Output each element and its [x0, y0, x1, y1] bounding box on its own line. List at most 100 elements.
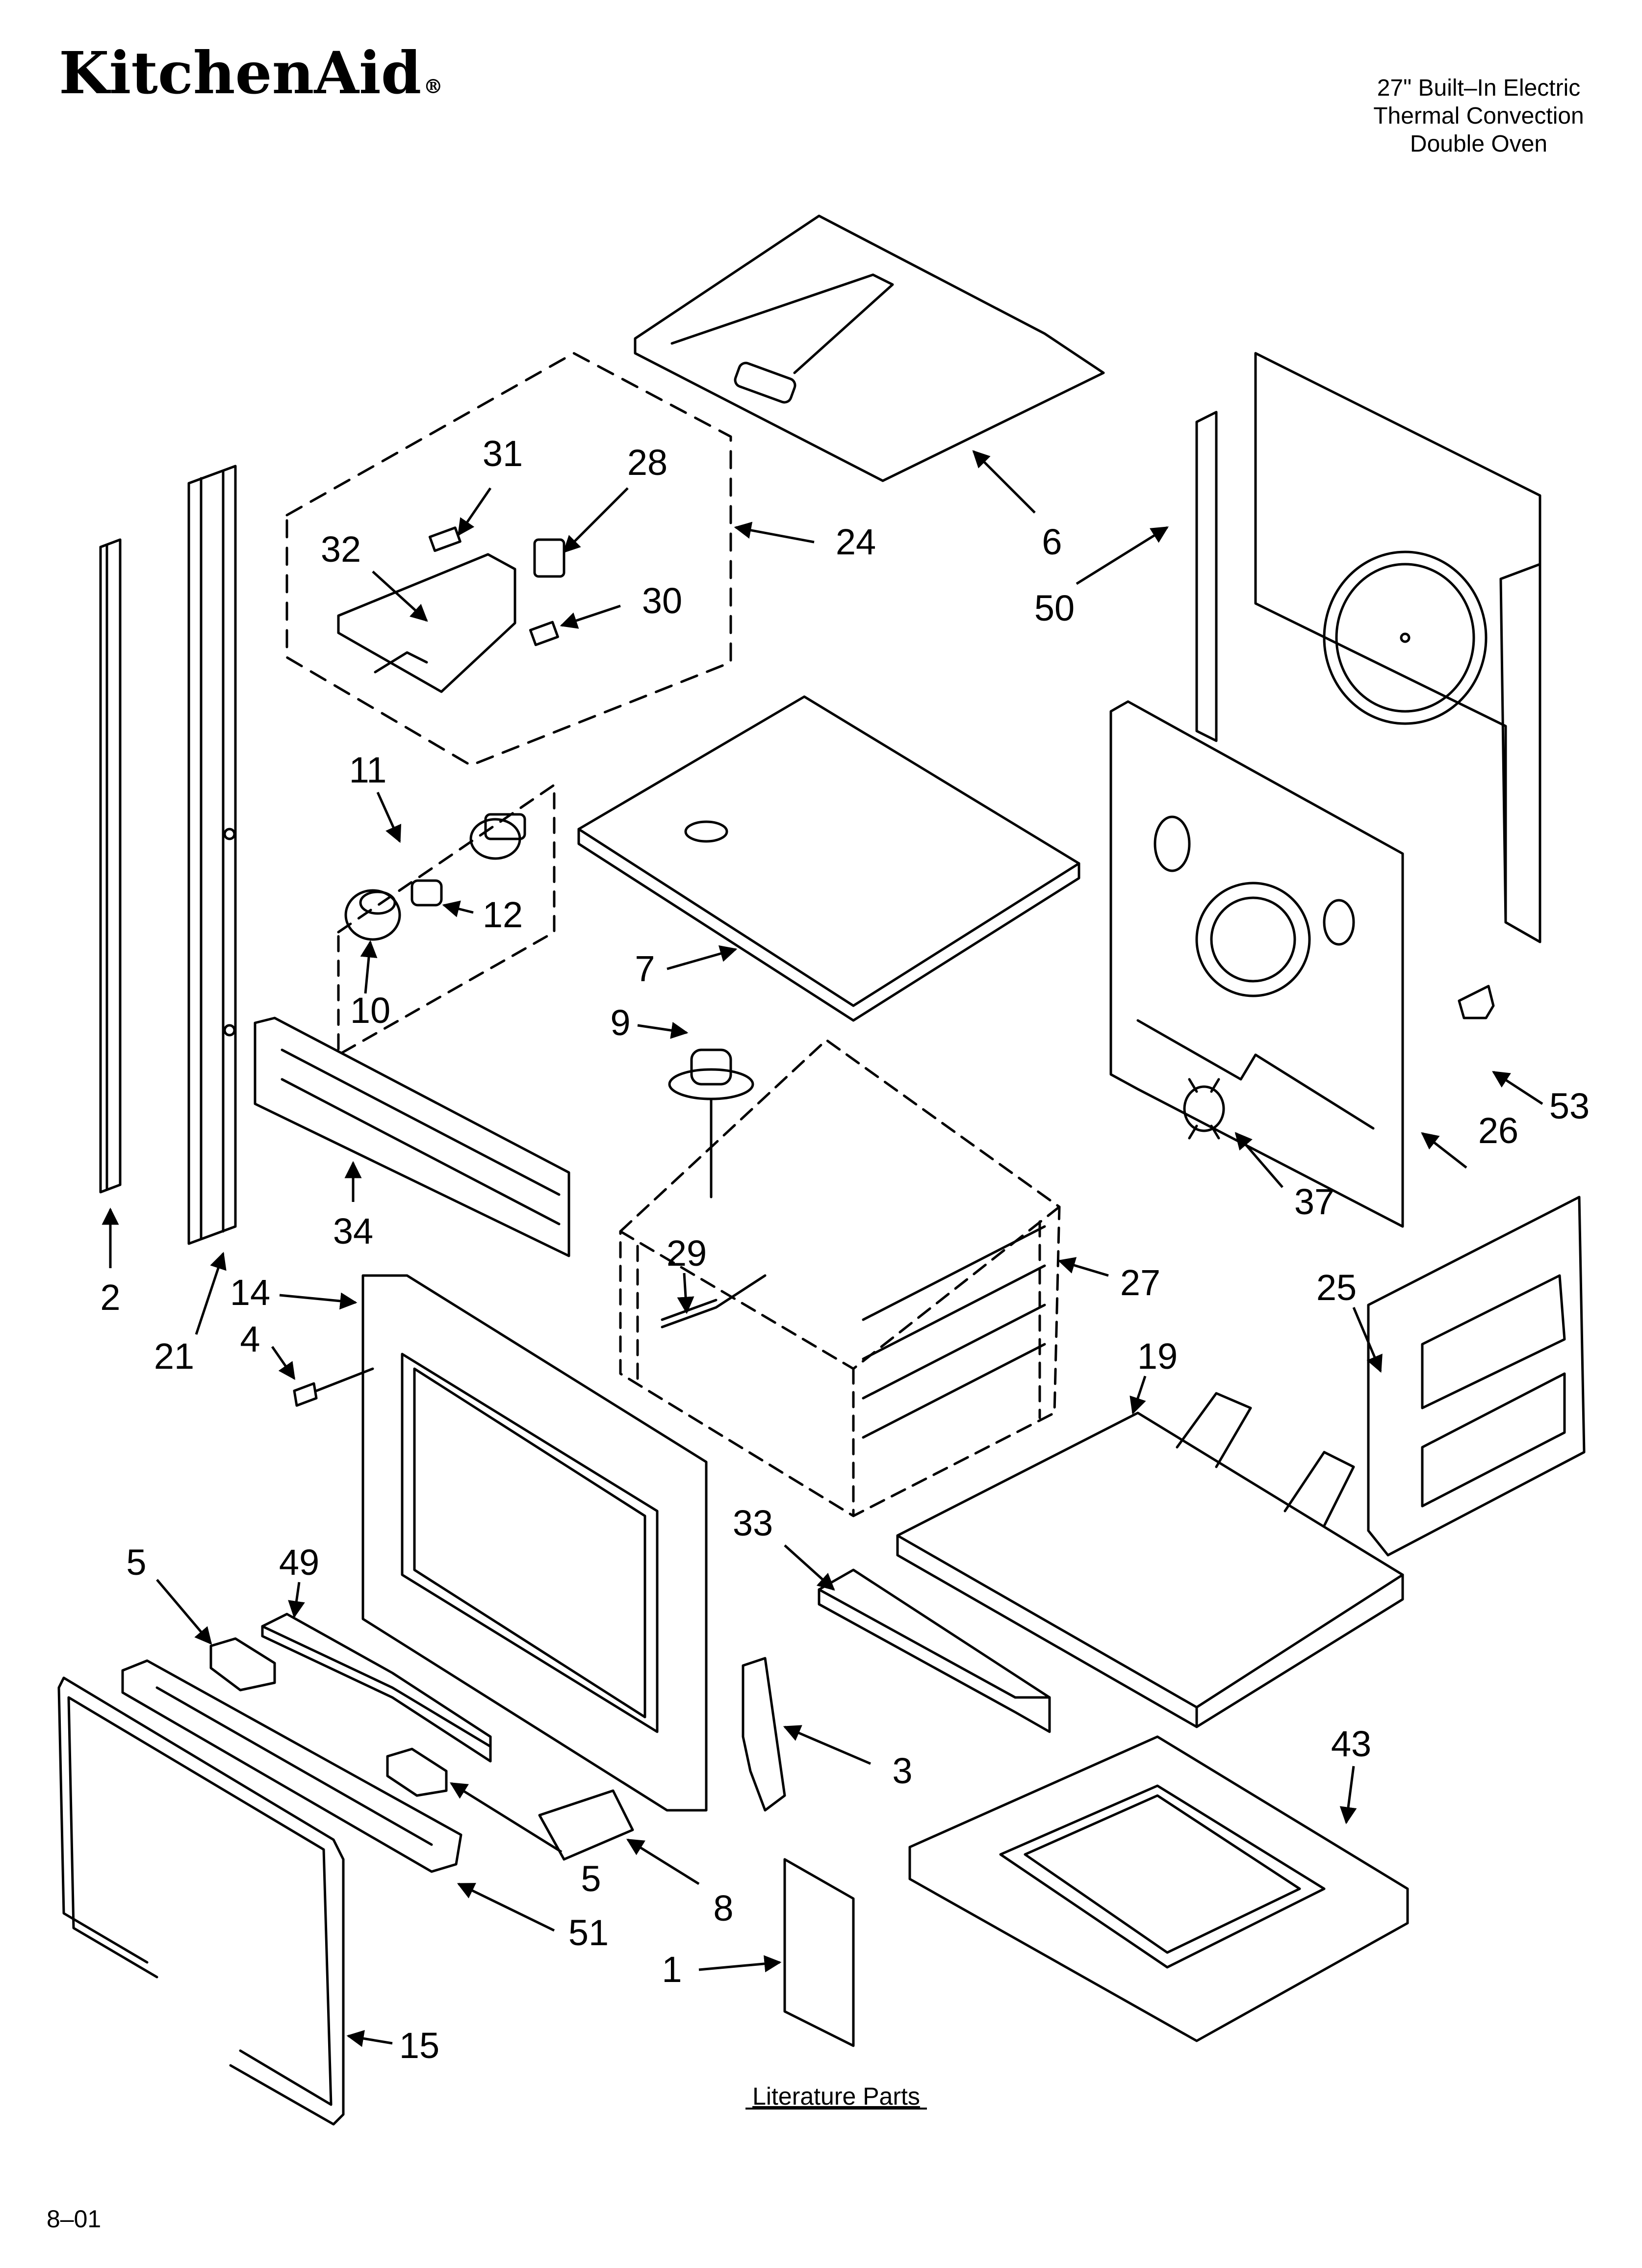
arrow-49 [288, 1582, 305, 1618]
control-bracket-parts [337, 526, 565, 693]
label-37: 37 [1294, 1181, 1334, 1222]
arrow-12 [442, 900, 474, 917]
arrow-15 [346, 2030, 393, 2047]
part-34-vent-grille [254, 1017, 570, 1257]
arrow-33 [784, 1544, 835, 1591]
label-50: 50 [1034, 588, 1075, 628]
part-50-rear-panel [1195, 352, 1541, 943]
part-15-door-gasket [57, 1676, 345, 2126]
label-29: 29 [667, 1233, 707, 1274]
arrow-19 [1129, 1376, 1147, 1415]
arrow-9 [637, 1022, 689, 1039]
arrow-1 [698, 1955, 782, 1973]
part-21-side-rail [187, 465, 237, 1245]
arrow-28 [563, 487, 629, 553]
arrow-5a [156, 1579, 212, 1645]
label-11: 11 [349, 750, 387, 790]
part-14-front-frame [361, 1274, 708, 1812]
revision-code: 8–01 [47, 2205, 101, 2233]
label-25: 25 [1316, 1267, 1357, 1308]
label-32: 32 [321, 529, 361, 570]
arrow-25 [1352, 1307, 1383, 1373]
arrow-27 [1057, 1257, 1109, 1277]
part-7-oven-top [577, 695, 1080, 1022]
arrow-37 [1234, 1132, 1283, 1188]
arrow-10 [360, 940, 378, 994]
part-26-fan-assembly [1109, 700, 1404, 1228]
arrow-21 [195, 1251, 227, 1335]
part-49-spacer [261, 1613, 492, 1763]
part-29-sensor [661, 1274, 767, 1329]
label-31: 31 [483, 433, 523, 474]
part-24-control-assembly-outline [285, 352, 732, 767]
part-1-literature [783, 1858, 855, 2047]
label-53: 53 [1549, 1086, 1590, 1126]
literature-parts-caption: Literature Parts [752, 2083, 920, 2110]
part-53-clip [1458, 985, 1495, 1019]
part-3-bracket [742, 1657, 786, 1812]
arrow-5b [450, 1782, 563, 1853]
arrow-4 [271, 1346, 296, 1380]
cavity-rack-rails [862, 1225, 1046, 1439]
label-5b: 5 [581, 1858, 601, 1899]
label-10: 10 [350, 990, 390, 1031]
arrow-3 [783, 1725, 871, 1765]
label-14: 14 [230, 1272, 270, 1313]
arrow-7 [667, 945, 738, 970]
brand-logo: KitchenAid® [59, 39, 443, 107]
callout-labels: 31 28 32 24 30 6 50 11 12 10 7 9 53 26 3… [100, 433, 1590, 2066]
part-6-top-cover [634, 214, 1105, 482]
part-11-switch-group-outline [337, 783, 556, 1056]
label-7: 7 [635, 948, 655, 989]
arrow-8 [626, 1838, 700, 1885]
label-2: 2 [100, 1277, 120, 1318]
part-51-lower-trim [121, 1659, 462, 1873]
part-4-screw [293, 1367, 374, 1407]
label-5a: 5 [126, 1542, 146, 1583]
label-28: 28 [627, 442, 667, 483]
part-37-limit-switch [1183, 1078, 1225, 1140]
label-33: 33 [733, 1503, 773, 1543]
part-11-switch [469, 813, 526, 860]
model-title-line-2: Thermal Convection [1373, 103, 1584, 129]
label-43: 43 [1331, 1723, 1371, 1764]
arrow-30 [560, 604, 621, 629]
part-43-bottom-tray [908, 1735, 1409, 2042]
label-34: 34 [333, 1211, 373, 1251]
arrow-14 [279, 1292, 358, 1310]
arrow-31 [457, 487, 492, 536]
arrow-29 [677, 1273, 694, 1314]
part-27-oven-cavity [619, 1039, 1061, 1517]
label-4: 4 [240, 1319, 260, 1359]
label-12: 12 [483, 894, 523, 935]
label-24: 24 [836, 521, 876, 562]
label-27: 27 [1120, 1262, 1160, 1303]
parts-artwork [57, 214, 1586, 2126]
label-51: 51 [568, 1912, 609, 1953]
label-15: 15 [399, 2025, 439, 2066]
label-30: 30 [642, 580, 682, 621]
label-1: 1 [662, 1949, 682, 1990]
part-33-front-brace [818, 1568, 1051, 1733]
label-9: 9 [610, 1002, 630, 1043]
label-49: 49 [279, 1542, 319, 1583]
label-19: 19 [1137, 1336, 1178, 1377]
arrow-53 [1492, 1070, 1543, 1105]
arrow-43 [1339, 1766, 1357, 1825]
label-26: 26 [1478, 1110, 1518, 1151]
leader-arrows [102, 450, 1543, 2047]
arrow-11 [376, 791, 402, 843]
part-2-side-trim [99, 538, 122, 1194]
label-8: 8 [713, 1888, 733, 1929]
part-5-block-b [386, 1747, 448, 1797]
part-8-bracket [538, 1789, 634, 1861]
label-3: 3 [892, 1750, 912, 1791]
part-12-bushing [410, 879, 443, 907]
part-25-side-panel [1367, 1196, 1586, 1557]
arrow-24 [734, 521, 815, 544]
label-21: 21 [154, 1336, 194, 1377]
arrow-6 [972, 450, 1036, 514]
arrow-50 [1076, 526, 1169, 585]
model-title: 27" Built–In Electric Thermal Convection… [1373, 75, 1584, 157]
